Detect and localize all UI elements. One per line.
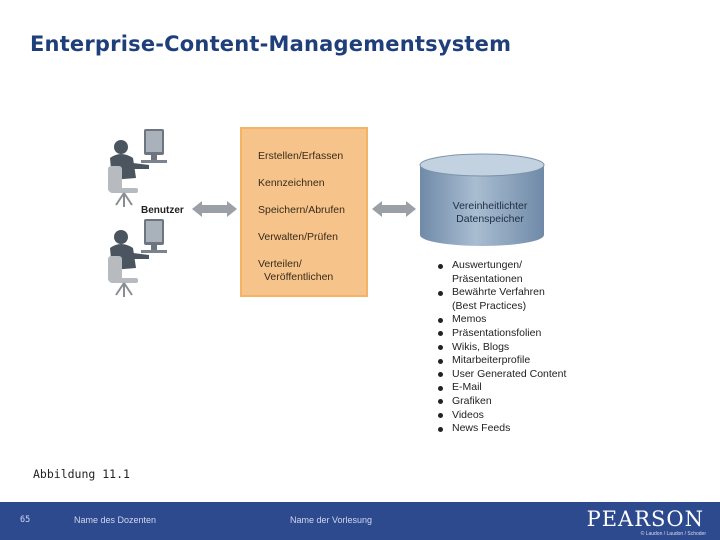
pearson-logo: PEARSON — [586, 507, 704, 531]
process-step-publish: Veröffentlichen — [264, 271, 334, 283]
list-item: Bewährte Verfahren — [436, 286, 596, 300]
user-computer-icon — [108, 219, 167, 297]
list-item: Memos — [436, 313, 596, 327]
list-item: Videos — [436, 409, 596, 423]
list-item-continuation: Präsentationen — [452, 272, 523, 285]
process-step-create: Erstellen/Erfassen — [258, 150, 344, 162]
list-item-continuation: (Best Practices) — [452, 299, 527, 312]
footer-lecture: Name der Vorlesung — [290, 515, 373, 525]
list-item: User Generated Content — [436, 368, 596, 382]
figure-caption: Abbildung 11.1 — [33, 467, 130, 481]
publisher-credit: © Laudon / Laudon / Schoder — [640, 531, 706, 537]
database-icon — [419, 153, 545, 246]
double-arrow-icon — [372, 201, 416, 217]
slide-title: Enterprise-Content-Managementsystem — [30, 32, 512, 56]
process-step-tag: Kennzeichnen — [258, 177, 325, 189]
page-number: 65 — [20, 515, 31, 525]
datastore-label-line: Vereinheitlichter — [452, 200, 528, 212]
process-step-distribute: Verteilen/ — [258, 258, 302, 270]
users-label: Benutzer — [141, 205, 184, 216]
list-item: E-Mail — [436, 381, 596, 395]
footer-lecturer: Name des Dozenten — [74, 515, 157, 525]
list-item: Mitarbeiterprofile — [436, 354, 596, 368]
process-step-store: Speichern/Abrufen — [258, 204, 345, 216]
process-step-manage: Verwalten/Prüfen — [258, 231, 338, 243]
slide-footer: 65 Name des Dozenten Name der Vorlesung … — [0, 502, 720, 540]
list-item: Auswertungen/ — [436, 259, 596, 273]
list-item: Wikis, Blogs — [436, 341, 596, 355]
ecm-process-box: Erstellen/Erfassen Kennzeichnen Speicher… — [240, 127, 368, 297]
double-arrow-icon — [192, 201, 237, 217]
list-item: Präsentationsfolien — [436, 327, 596, 341]
list-item: Grafiken — [436, 395, 596, 409]
datastore-label-line: Datenspeicher — [456, 213, 524, 225]
datastore-label: Vereinheitlichter Datenspeicher — [428, 200, 552, 226]
list-item: News Feeds — [436, 422, 596, 436]
user-computer-icon — [108, 129, 167, 207]
content-type-list: Auswertungen/ Präsentationen Bewährte Ve… — [436, 259, 596, 436]
